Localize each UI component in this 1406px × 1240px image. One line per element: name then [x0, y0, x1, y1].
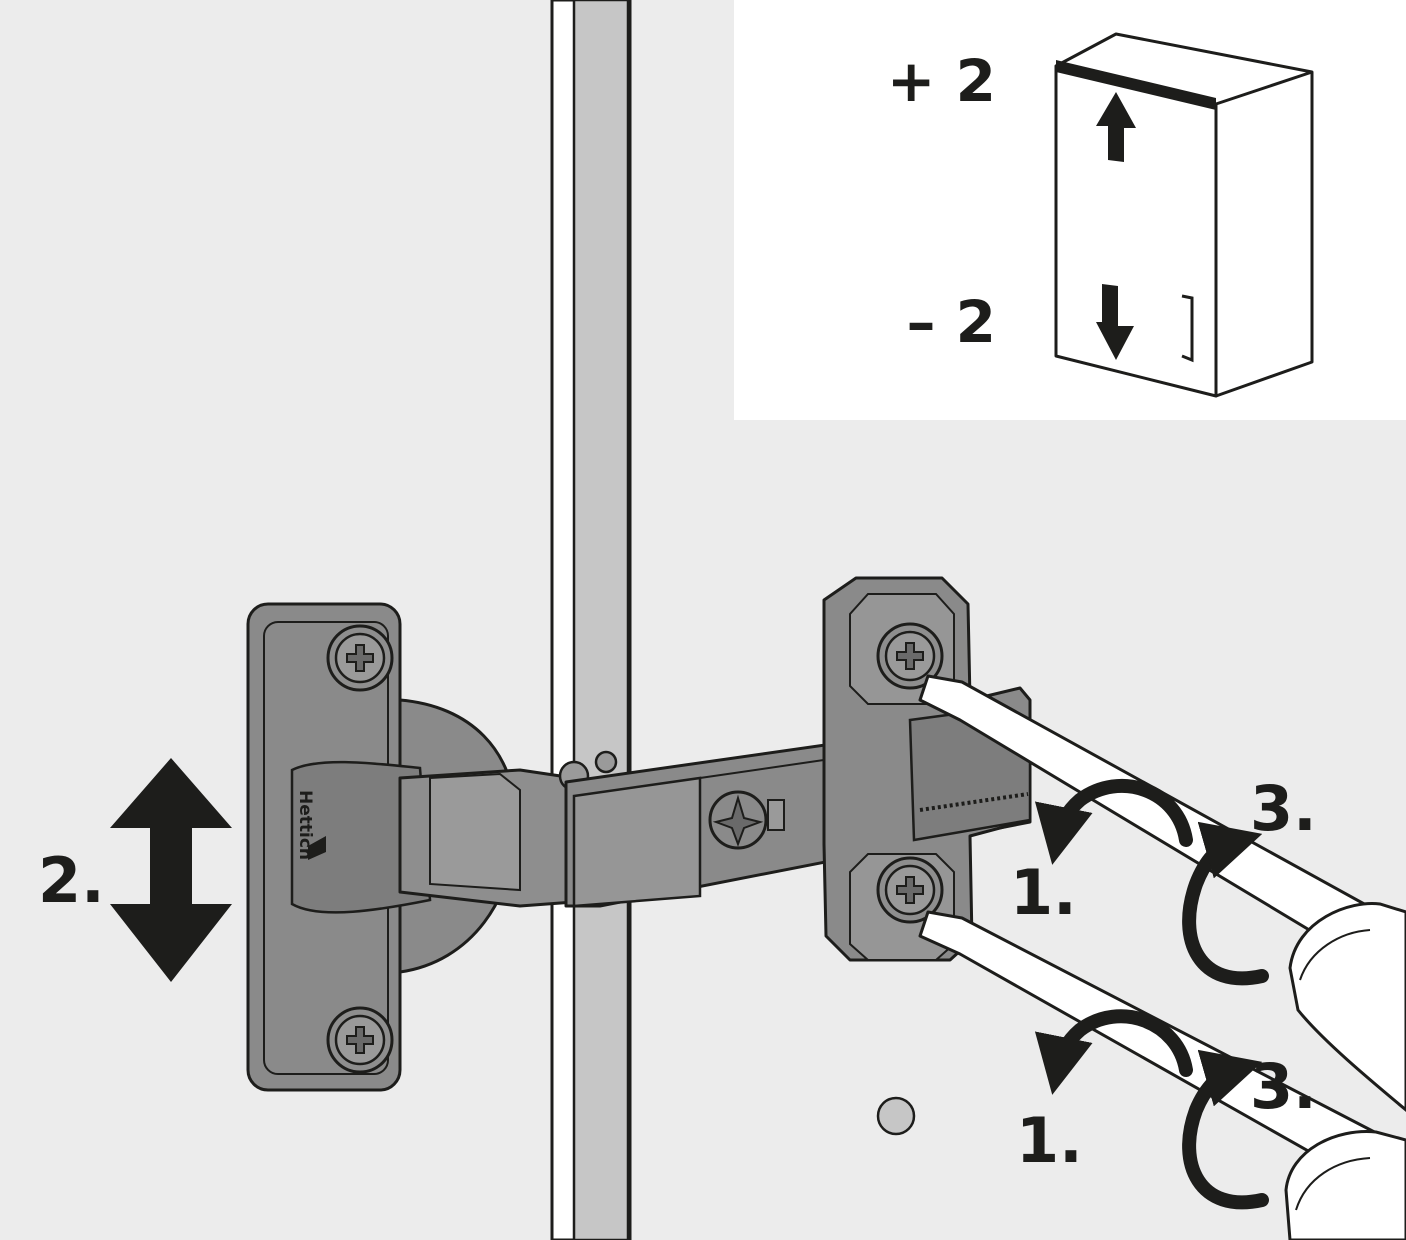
door-screw-bottom-icon: [326, 1006, 394, 1074]
vertical-adjust-arrow-icon: [110, 758, 232, 982]
step-1-top-label: 1.: [1010, 856, 1077, 929]
hinge-door-plate: Hettich: [246, 602, 432, 1092]
screwdriver-top: [918, 674, 1406, 1112]
arrow-down-icon: [1096, 284, 1134, 360]
cabinet-illustration: [1054, 32, 1314, 398]
cabinet-side-panel: [550, 0, 632, 1240]
step-3-bottom-label: 3.: [1250, 1050, 1317, 1123]
drill-hole: [876, 1096, 916, 1136]
tighten-arrow-bottom-icon: [1182, 1049, 1269, 1210]
door-screw-top-icon: [326, 624, 394, 692]
screwdriver-bottom: [918, 910, 1406, 1240]
cabinet-handle: [1181, 294, 1194, 363]
height-plus-label: + 2: [887, 47, 996, 115]
step-1-bottom-label: 1.: [1016, 1104, 1083, 1177]
loosen-arrow-bottom-icon: [1034, 1009, 1193, 1095]
inset-panel: + 2 – 2: [734, 0, 1406, 420]
loosen-arrow-top-icon: [1034, 778, 1193, 865]
step-3-top-label: 3.: [1250, 772, 1317, 845]
arrow-up-icon: [1096, 92, 1136, 162]
tighten-arrow-top-icon: [1182, 821, 1269, 986]
hinge-mounting-plate: [822, 576, 1032, 962]
brand-logo: Hettich: [295, 790, 315, 860]
step-2-label: 2.: [38, 844, 105, 917]
height-minus-label: – 2: [906, 288, 996, 356]
